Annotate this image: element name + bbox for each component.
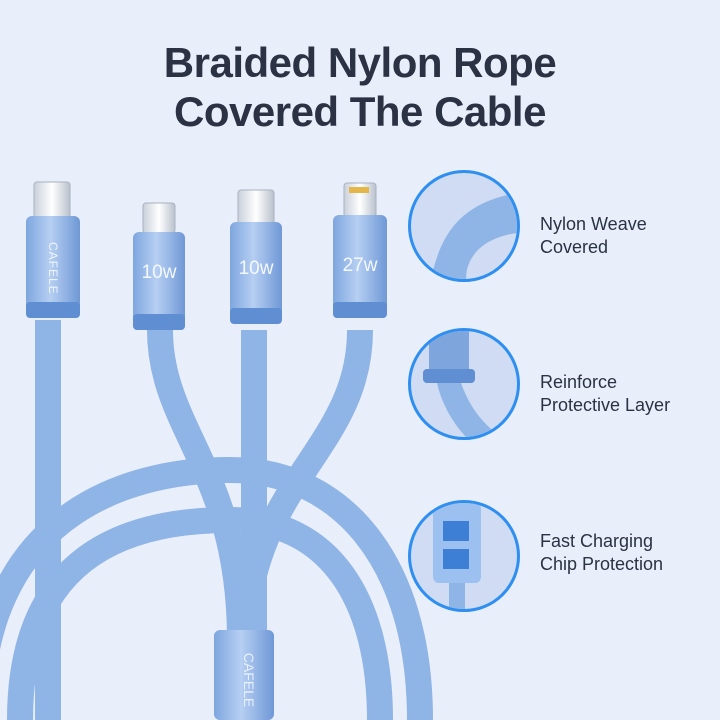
feature-3-line-1: Fast Charging [540, 531, 654, 551]
cable-label-lightning: 27w [342, 255, 378, 276]
headline-line-2: Covered The Cable [174, 88, 546, 135]
feature-protective-layer: Reinforce Protective Layer [408, 328, 720, 440]
connector-micro-usb [133, 202, 185, 330]
headline-line-1: Braided Nylon Rope [163, 39, 557, 86]
charging-chip-closeup-icon [408, 500, 520, 612]
cable-label-micro-usb: 10w [141, 262, 177, 283]
nylon-weave-closeup-icon [408, 170, 520, 282]
cable-label-usb-c: 10w [238, 258, 274, 279]
feature-1-line-1: Nylon Weave [540, 214, 647, 234]
cable-label-cafele: CAFELE [46, 242, 60, 295]
feature-charging-chip: Fast Charging Chip Protection [408, 500, 720, 612]
splitter-logo: CAFELE [241, 653, 257, 707]
feature-3-line-2: Chip Protection [540, 554, 664, 574]
protective-layer-closeup-icon [408, 328, 520, 440]
splitter-housing [214, 630, 274, 720]
feature-1-line-2: Covered [540, 237, 609, 257]
headline: Braided Nylon Rope Covered The Cable [0, 38, 720, 136]
feature-2-line-2: Protective Layer [540, 395, 671, 415]
connector-lightning [333, 182, 387, 318]
feature-2-line-1: Reinforce [540, 372, 618, 392]
cable-coil [0, 320, 433, 720]
connector-usb-c-1 [26, 181, 80, 318]
feature-nylon-weave: Nylon Weave Covered [408, 170, 720, 282]
connector-usb-c-2 [230, 189, 282, 324]
